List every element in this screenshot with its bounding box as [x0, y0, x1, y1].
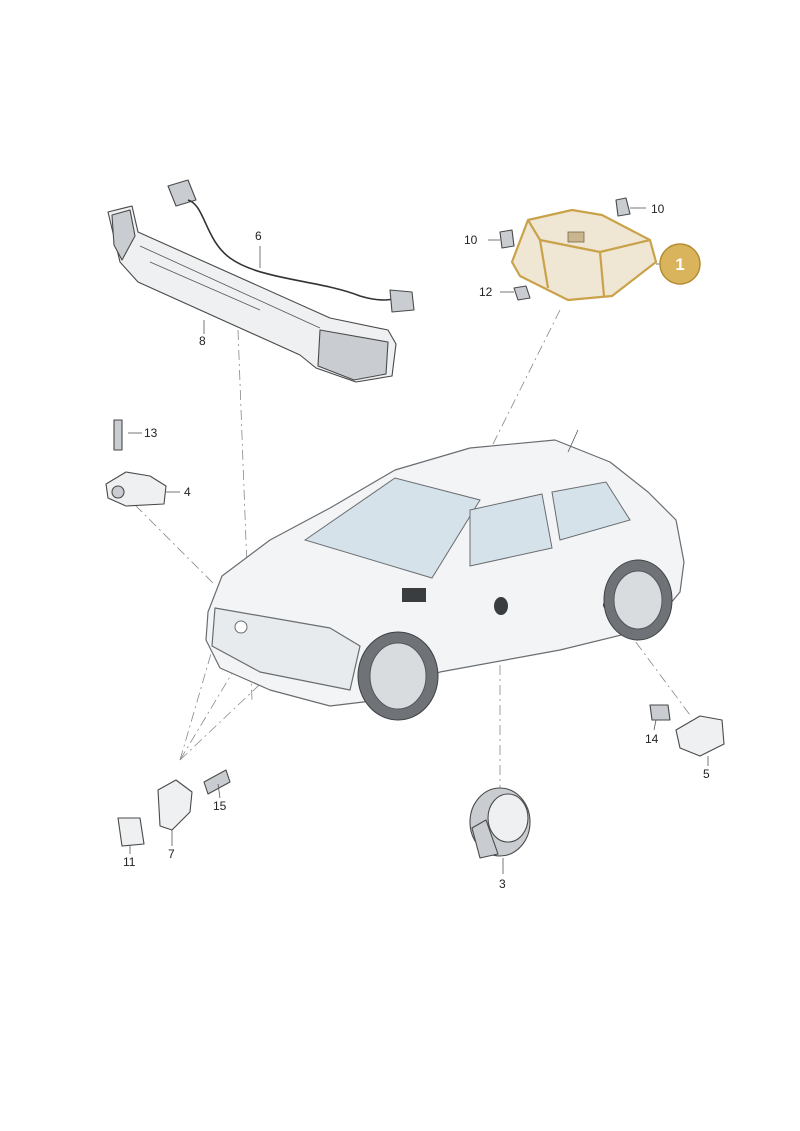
highlight-badge-label: 1	[675, 255, 684, 274]
part-3-horn	[469, 787, 531, 859]
highlight-badge[interactable]: 1	[659, 243, 701, 285]
callout-5: 5	[703, 767, 710, 781]
part-8-absorber	[107, 205, 397, 383]
callout-10-right: 10	[651, 202, 665, 216]
part-4-sensor	[105, 419, 167, 507]
part-1-control-unit	[510, 208, 658, 302]
part-6-wiring	[167, 179, 415, 313]
part-5-sensor	[649, 704, 725, 757]
callout-6: 6	[255, 229, 262, 243]
callout-4: 4	[184, 485, 191, 499]
callout-3: 3	[499, 877, 506, 891]
callout-labels: 6 8 10 10 12 13 4 14 5 15 7 11 3	[123, 202, 710, 891]
callout-8: 8	[199, 334, 206, 348]
car-illustration	[205, 429, 685, 721]
callout-7: 7	[168, 847, 175, 861]
callout-11: 11	[123, 855, 136, 869]
callout-12: 12	[479, 285, 493, 299]
part-7-sensor	[117, 769, 231, 847]
callout-10-left: 10	[464, 233, 478, 247]
callout-13: 13	[144, 426, 158, 440]
callout-15: 15	[213, 799, 227, 813]
callout-14: 14	[645, 732, 659, 746]
fasteners-10-12	[499, 197, 631, 301]
